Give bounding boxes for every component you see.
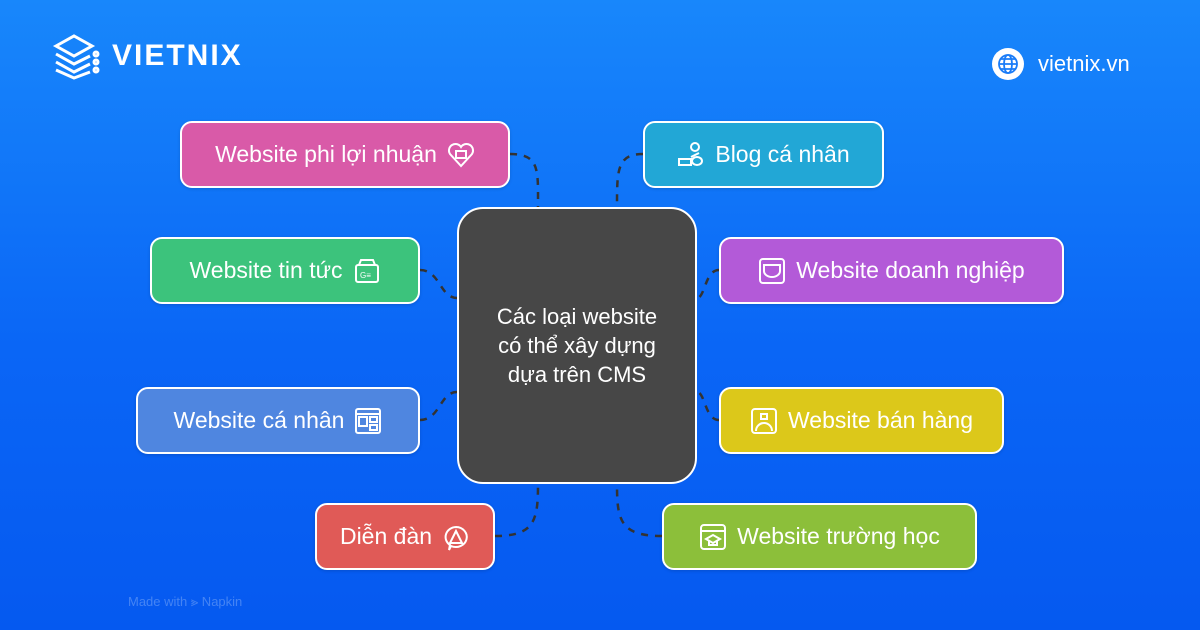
node-blog: Blog cá nhân <box>643 121 884 188</box>
connector-line <box>494 483 540 538</box>
connector-line <box>696 268 720 300</box>
connector-line <box>419 390 458 422</box>
node-label: Website phi lợi nhuận <box>215 141 437 167</box>
forum-tent-icon <box>444 525 468 550</box>
node-label: Website tin tức <box>189 257 343 283</box>
node-label: Diễn đàn <box>339 523 433 549</box>
made-with-napkin: Made with ⪢ Napkin <box>128 594 243 609</box>
node-shop: Website bán hàng <box>719 387 1004 454</box>
connector-line <box>696 390 720 422</box>
server-stack-icon <box>52 34 100 80</box>
globe-icon <box>992 48 1024 80</box>
education-window-icon <box>700 523 727 550</box>
node-label: Website trường học <box>737 523 940 549</box>
node-business: Website doanh nghiệp <box>719 237 1064 304</box>
shop-window-icon <box>751 407 777 434</box>
node-news: Website tin tức G≡ <box>150 237 420 304</box>
node-label: Website doanh nghiệp <box>796 257 1025 283</box>
newspaper-icon: G≡ <box>354 258 379 283</box>
connector-line <box>615 483 663 538</box>
center-topic: Các loại website có thể xây dựng dựa trê… <box>457 207 697 484</box>
node-school: Website trường học <box>662 503 977 570</box>
node-label: Website cá nhân <box>173 407 345 433</box>
vietnix-logo[interactable]: VIETNIX <box>52 32 243 80</box>
brand-name: VIETNIX <box>112 39 243 72</box>
node-forum: Diễn đàn <box>315 503 495 570</box>
node-personal: Website cá nhân <box>136 387 420 454</box>
node-label: Blog cá nhân <box>715 141 850 167</box>
node-nonprofit: Website phi lợi nhuận <box>180 121 510 188</box>
node-label: Website bán hàng <box>788 407 973 433</box>
connector-line <box>509 152 540 208</box>
profile-page-icon <box>355 407 382 434</box>
website-link[interactable]: vietnix.vn <box>992 48 1130 80</box>
connector-line <box>419 268 458 300</box>
heart-donation-icon <box>447 142 474 167</box>
blogger-icon <box>678 141 704 166</box>
website-url: vietnix.vn <box>1038 51 1130 76</box>
business-window-icon <box>759 257 786 284</box>
connector-line <box>615 152 644 208</box>
svg-text:G≡: G≡ <box>360 271 371 280</box>
